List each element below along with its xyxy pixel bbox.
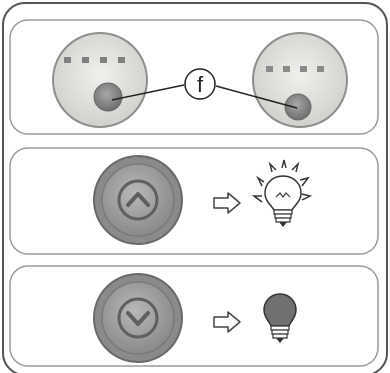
down-button[interactable] bbox=[93, 273, 183, 363]
lens-view-left bbox=[52, 32, 148, 128]
panel-border bbox=[9, 265, 379, 367]
dot bbox=[283, 66, 290, 72]
dot bbox=[266, 66, 273, 72]
leader-line bbox=[215, 85, 298, 109]
panel-border bbox=[9, 147, 379, 255]
lens-view-right bbox=[252, 32, 348, 128]
up-button[interactable] bbox=[93, 155, 183, 245]
lit-bulb-icon bbox=[251, 159, 313, 227]
chevron-up-icon bbox=[126, 192, 150, 207]
brightness-down-panel bbox=[9, 265, 379, 367]
leader-line bbox=[111, 84, 185, 101]
dot bbox=[118, 57, 125, 63]
dot bbox=[82, 57, 89, 63]
callout-label: f bbox=[197, 72, 204, 97]
indicator-led bbox=[93, 82, 123, 112]
chevron-down-icon bbox=[126, 311, 150, 326]
callout-f: f bbox=[111, 68, 298, 109]
brightness-up-panel bbox=[9, 147, 379, 255]
dot bbox=[64, 57, 71, 63]
unlit-bulb-icon bbox=[263, 293, 297, 343]
indicator-led bbox=[284, 93, 312, 121]
indicator-panel: f bbox=[9, 19, 379, 135]
dot bbox=[300, 66, 307, 72]
dot bbox=[317, 66, 324, 72]
dot bbox=[100, 57, 107, 63]
right-arrow-icon bbox=[213, 311, 241, 333]
callout-circle bbox=[184, 68, 216, 100]
right-arrow-icon bbox=[213, 192, 241, 214]
